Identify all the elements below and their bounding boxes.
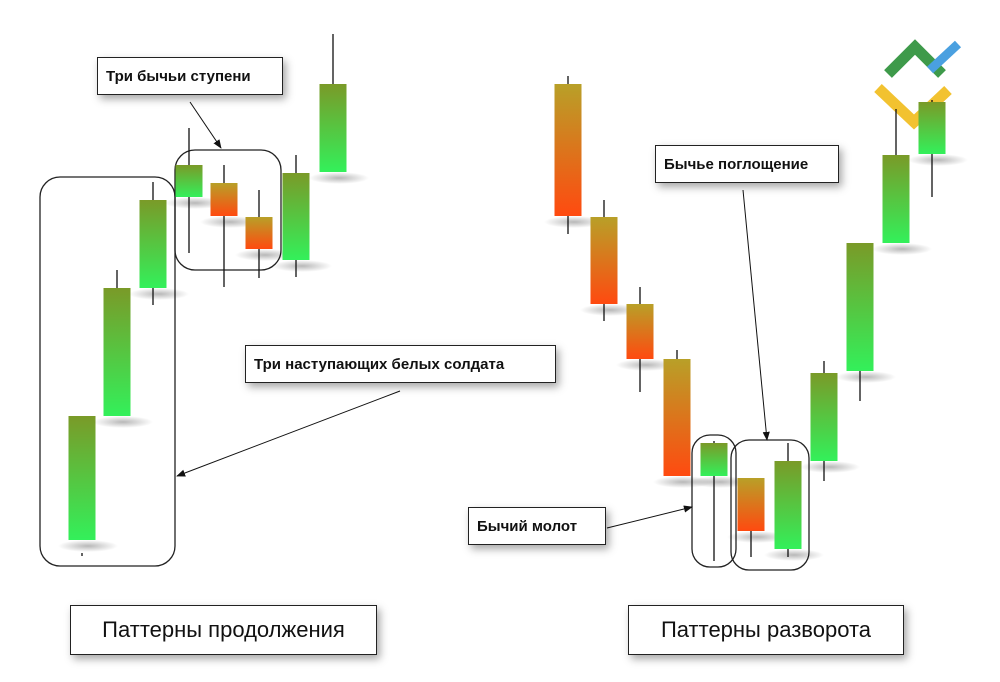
title-continuation-patterns: Паттерны продолжения	[70, 605, 377, 655]
candle-body	[918, 102, 946, 154]
candle-bull-7	[272, 155, 332, 277]
candle-shadow	[58, 540, 118, 552]
candle-shadow	[309, 172, 369, 184]
arrow-engulfing	[742, 189, 770, 441]
candle-shadow	[872, 243, 932, 255]
candle-body	[319, 84, 347, 172]
candle-body	[68, 416, 96, 540]
candle-shadow	[200, 216, 260, 228]
label-bullish-hammer: Бычий молот	[468, 507, 606, 545]
candle-shadow	[272, 260, 332, 272]
candle-bull-18	[872, 109, 932, 255]
candle-shadow	[908, 154, 968, 166]
title-reversal-patterns: Паттерны разворота	[628, 605, 904, 655]
company-logo-icon	[874, 39, 962, 130]
candle-body	[810, 373, 838, 461]
candle-bear-14	[727, 478, 787, 557]
candles	[58, 34, 968, 561]
candle-shadow	[764, 549, 824, 561]
candle-bull-4	[165, 128, 225, 253]
candle-bull-13	[690, 441, 750, 561]
candle-shadow	[580, 304, 640, 316]
arrow-white-soldiers	[176, 390, 401, 477]
candle-shadow	[727, 531, 787, 543]
candle-bear-10	[580, 200, 640, 321]
label-bullish-hammer-text: Бычий молот	[477, 517, 578, 535]
arrow-hammer	[606, 505, 693, 529]
candle-bear-9	[544, 76, 604, 234]
bracket-white-soldiers	[39, 176, 176, 567]
bracket-engulfing	[730, 439, 810, 571]
candle-body	[245, 217, 273, 249]
title-reversal-patterns-text: Паттерны разворота	[660, 617, 872, 642]
candle-body	[103, 288, 131, 416]
bracket-hammer	[691, 434, 737, 568]
candle-body	[626, 304, 654, 359]
candle-shadow	[800, 461, 860, 473]
candle-body	[882, 155, 910, 243]
label-three-white-soldiers-text: Три наступающих белых солдата	[254, 355, 505, 373]
candle-shadow	[616, 359, 676, 371]
candle-bear-5	[200, 165, 260, 287]
candle-shadow	[129, 288, 189, 300]
label-three-bullish-steps-text: Три бычьи ступени	[106, 67, 251, 85]
candle-bull-8	[309, 34, 369, 184]
candle-body	[590, 217, 618, 304]
candle-body	[282, 173, 310, 260]
candle-bull-17	[836, 243, 896, 401]
bracket-three-steps	[174, 149, 282, 271]
candle-shadow	[544, 216, 604, 228]
candle-body	[175, 165, 203, 197]
candle-shadow	[690, 476, 750, 488]
candle-bull-16	[800, 361, 860, 481]
candle-body	[663, 359, 691, 476]
arrow-three-steps	[189, 101, 222, 149]
candle-bull-19	[908, 100, 968, 197]
candle-shadow	[165, 197, 225, 209]
candle-body	[210, 183, 238, 216]
label-three-bullish-steps: Три бычьи ступени	[97, 57, 283, 95]
candle-shadow	[93, 416, 153, 428]
candle-body	[737, 478, 765, 531]
candle-bull-1	[58, 416, 118, 556]
candle-body	[700, 443, 728, 476]
label-bullish-engulfing-text: Бычье поглощение	[664, 155, 809, 173]
candle-bull-3	[129, 182, 189, 305]
label-bullish-engulfing: Бычье поглощение	[655, 145, 839, 183]
candle-bull-2	[93, 270, 153, 428]
candle-body	[554, 84, 582, 216]
candle-shadow	[235, 249, 295, 261]
candle-bull-15	[764, 443, 824, 561]
label-three-white-soldiers: Три наступающих белых солдата	[245, 345, 556, 383]
candle-bear-11	[616, 287, 676, 392]
candle-bear-6	[235, 190, 295, 278]
candle-body	[846, 243, 874, 371]
title-continuation-patterns-text: Паттерны продолжения	[102, 617, 345, 642]
candle-body	[774, 461, 802, 549]
candle-shadow	[836, 371, 896, 383]
candle-body	[139, 200, 167, 288]
